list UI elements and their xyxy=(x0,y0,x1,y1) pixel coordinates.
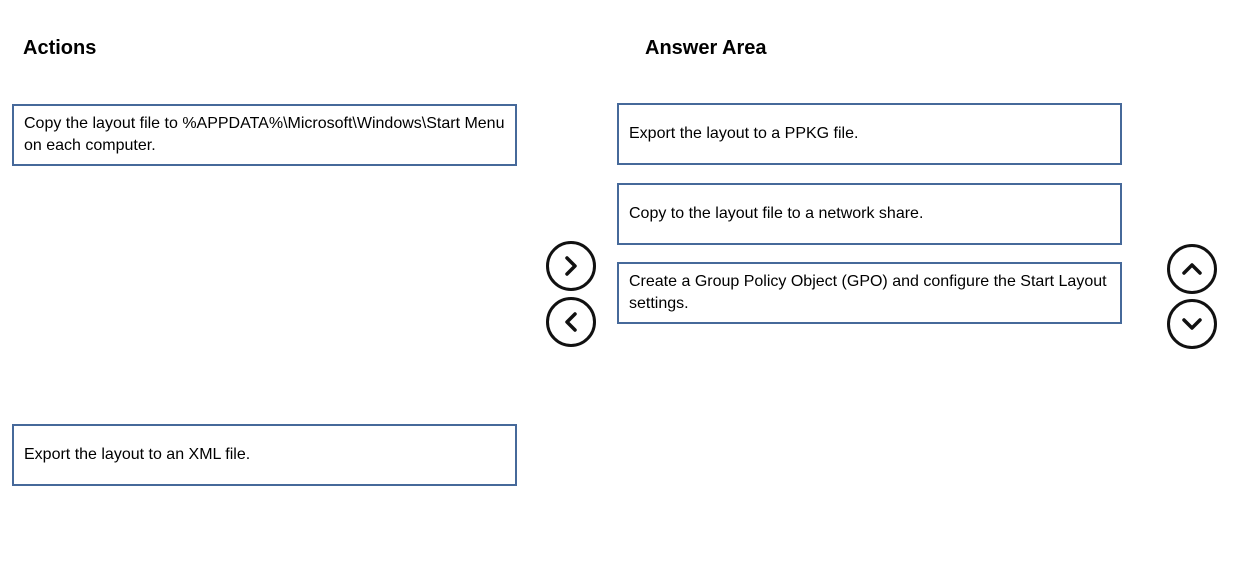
chevron-up-icon xyxy=(1182,263,1202,275)
action-item-label: Export the layout to an XML file. xyxy=(24,446,251,463)
empty-action-slot xyxy=(12,184,517,246)
move-left-button[interactable] xyxy=(546,297,596,347)
answer-item-export-ppkg[interactable]: Export the layout to a PPKG file. xyxy=(617,103,1122,165)
action-item-label: Copy the layout file to %APPDATA%\Micros… xyxy=(24,115,505,154)
answer-item-label: Create a Group Policy Object (GPO) and c… xyxy=(629,273,1107,312)
empty-action-slot xyxy=(12,264,517,326)
action-item-copy-to-appdata[interactable]: Copy the layout file to %APPDATA%\Micros… xyxy=(12,104,517,166)
answer-item-create-gpo[interactable]: Create a Group Policy Object (GPO) and c… xyxy=(617,262,1122,324)
answer-item-label: Copy to the layout file to a network sha… xyxy=(629,205,924,222)
move-down-button[interactable] xyxy=(1167,299,1217,349)
move-right-button[interactable] xyxy=(546,241,596,291)
chevron-down-icon xyxy=(1182,318,1202,330)
action-item-export-xml[interactable]: Export the layout to an XML file. xyxy=(12,424,517,486)
chevron-right-icon xyxy=(565,256,577,276)
actions-heading: Actions xyxy=(23,37,97,59)
answer-item-copy-network-share[interactable]: Copy to the layout file to a network sha… xyxy=(617,183,1122,245)
chevron-left-icon xyxy=(565,312,577,332)
answer-item-label: Export the layout to a PPKG file. xyxy=(629,125,859,142)
answer-area-heading: Answer Area xyxy=(645,37,767,59)
empty-action-slot xyxy=(12,344,517,406)
move-up-button[interactable] xyxy=(1167,244,1217,294)
